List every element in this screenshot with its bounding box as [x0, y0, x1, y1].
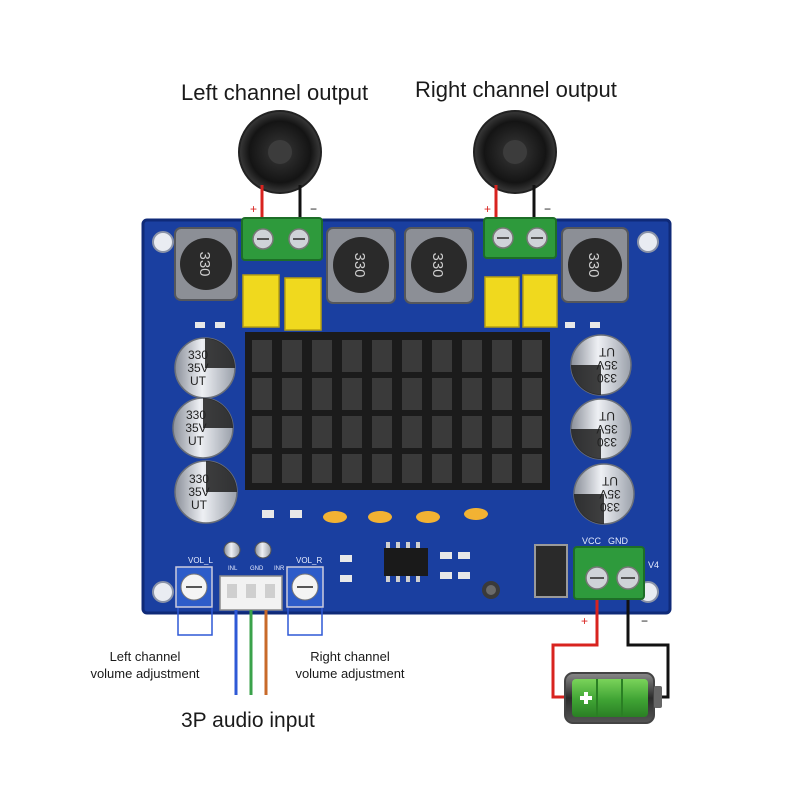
diode — [534, 544, 568, 598]
inductor-2-label: 330 — [351, 252, 368, 277]
left-capacitor-2-value: 330 — [186, 408, 206, 422]
left-capacitor-1-unit: UT — [190, 374, 207, 388]
v4-marking: V4 — [648, 560, 659, 570]
speaker-wires — [260, 185, 536, 218]
right-capacitor-2-voltage: 35V — [596, 422, 617, 436]
right-capacitor-2: 330 35V UT — [570, 398, 632, 460]
right-speaker — [473, 110, 557, 194]
right-volume-pot[interactable] — [286, 566, 324, 608]
film-capacitors — [242, 274, 558, 331]
right-output-terminal — [483, 217, 557, 259]
power-plus-mark: + — [581, 614, 588, 628]
right-capacitor-3-value: 330 — [600, 500, 620, 514]
inductor-3-label: 330 — [429, 252, 446, 277]
inductor-3: 330 — [404, 227, 474, 304]
vol-l-marking: VOL_L — [188, 556, 213, 565]
left-volume-label-line2: volume adjustment — [90, 666, 200, 681]
right-capacitor-3: 330 35V UT — [573, 463, 635, 525]
right-volume-label: Right channel volume adjustment — [285, 648, 415, 682]
inr-marking: INR — [274, 566, 285, 572]
opamp-ic — [384, 542, 428, 582]
left-volume-label-line1: Left channel — [109, 649, 181, 664]
right-capacitor-3-voltage: 35V — [599, 487, 620, 501]
left-capacitor-1-voltage: 35V — [187, 361, 208, 375]
power-terminal — [573, 546, 645, 600]
power-led — [482, 581, 500, 599]
left-capacitor-2: 330 35V UT — [172, 397, 234, 459]
right-capacitor-1-unit: UT — [598, 345, 615, 359]
heatsink — [245, 332, 550, 490]
power-wires — [551, 600, 670, 699]
left-capacitor-1: 330 35V UT — [174, 337, 236, 399]
input-capacitors — [223, 541, 272, 559]
power-minus-mark: − — [641, 614, 648, 628]
gnd-in-marking: GND — [250, 566, 264, 572]
audio-input-label: 3P audio input — [181, 709, 315, 732]
left-capacitor-3-voltage: 35V — [188, 485, 209, 499]
right-volume-label-line2: volume adjustment — [295, 666, 405, 681]
left-capacitor-3: 330 35V UT — [174, 460, 238, 524]
left-output-terminal — [241, 217, 323, 261]
left-capacitor-2-voltage: 35V — [185, 421, 206, 435]
right-capacitor-1: 330 35V UT — [570, 334, 632, 396]
left-capacitor-1-value: 330 — [188, 348, 208, 362]
smd-components — [195, 322, 600, 582]
audio-input-connector[interactable] — [219, 575, 283, 611]
vol-r-marking: VOL_R — [296, 556, 322, 565]
right-capacitor-1-voltage: 35V — [596, 358, 617, 372]
volume-callout-lines — [177, 608, 323, 636]
inductor-1-label: 330 — [196, 251, 213, 276]
left-speaker — [238, 110, 322, 194]
left-capacitor-3-unit: UT — [191, 498, 208, 512]
right-output-label: Right channel output — [415, 77, 617, 102]
vcc-marking: VCC — [582, 536, 602, 546]
gnd-marking: GND — [608, 536, 629, 546]
right-plus-mark: + — [484, 202, 491, 216]
left-capacitor-3-value: 330 — [189, 472, 209, 486]
right-volume-label-line1: Right channel — [310, 649, 390, 664]
battery-icon — [564, 672, 662, 724]
right-capacitor-2-value: 330 — [597, 435, 617, 449]
left-plus-mark: + — [250, 202, 257, 216]
left-minus-mark: − — [310, 202, 317, 216]
left-volume-label: Left channel volume adjustment — [80, 648, 210, 682]
inductor-1: 330 — [174, 227, 238, 301]
right-capacitor-2-unit: UT — [598, 409, 615, 423]
left-volume-pot[interactable] — [175, 566, 213, 608]
left-output-label: Left channel output — [181, 80, 369, 105]
inductor-2: 330 — [326, 227, 396, 304]
right-capacitor-1-value: 330 — [597, 371, 617, 385]
inductor-4-label: 330 — [585, 252, 602, 277]
inductor-4: 330 — [561, 227, 629, 303]
audio-input-wires — [234, 610, 268, 695]
left-capacitor-2-unit: UT — [188, 434, 205, 448]
right-capacitor-3-unit: UT — [601, 474, 618, 488]
inl-marking: INL — [228, 566, 238, 572]
right-minus-mark: − — [544, 202, 551, 216]
